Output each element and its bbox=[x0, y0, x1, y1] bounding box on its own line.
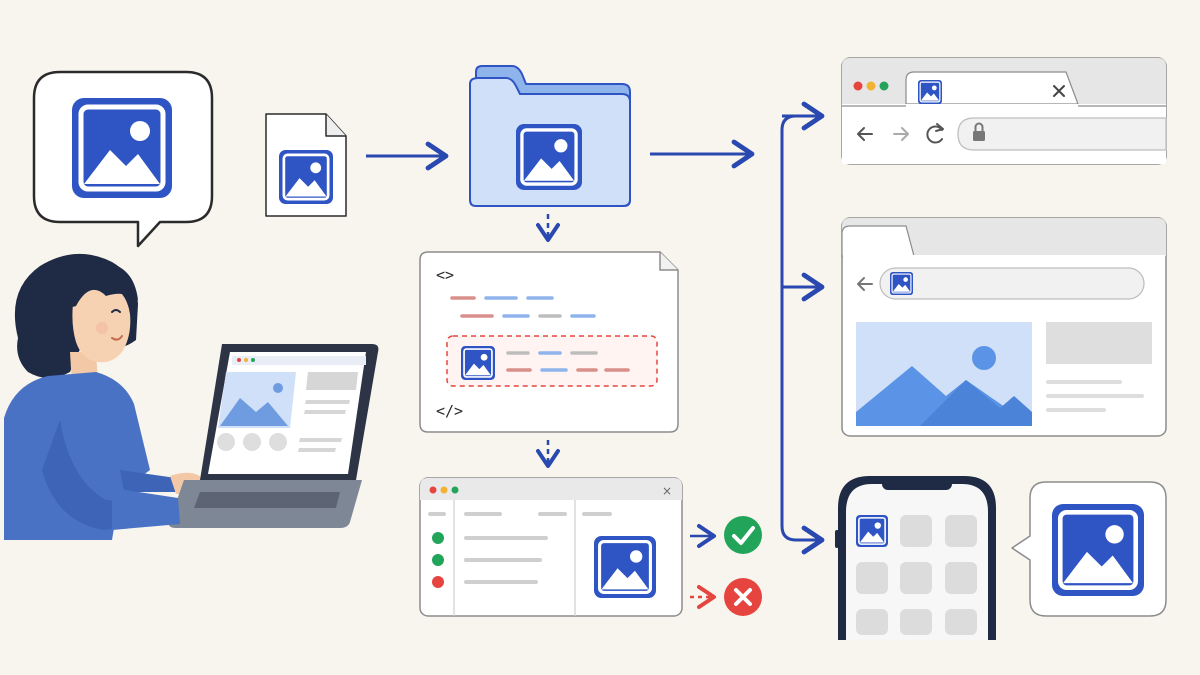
validator-window: × bbox=[419, 477, 683, 617]
check-icon bbox=[724, 516, 762, 554]
address-bar[interactable] bbox=[957, 117, 1167, 151]
image-icon bbox=[917, 79, 943, 105]
person-with-laptop bbox=[4, 70, 379, 540]
image-icon bbox=[855, 514, 889, 548]
error-icon bbox=[724, 578, 762, 616]
back-arrow-icon[interactable] bbox=[857, 277, 873, 291]
folder-icon bbox=[469, 65, 631, 207]
reload-icon[interactable] bbox=[926, 125, 943, 144]
image-icon bbox=[592, 534, 658, 600]
image-icon bbox=[889, 271, 914, 296]
branch-connector bbox=[780, 101, 825, 555]
browser-window-icon bbox=[841, 57, 1167, 165]
image-icon bbox=[856, 322, 1032, 426]
laptop-icon bbox=[168, 344, 379, 528]
image-icon bbox=[1052, 504, 1144, 596]
image-icon bbox=[277, 148, 335, 206]
close-icon[interactable]: × bbox=[662, 484, 672, 498]
code-open-tag: <> bbox=[436, 266, 454, 284]
image-icon bbox=[460, 345, 496, 381]
image-icon bbox=[514, 122, 584, 192]
code-card: <> </> bbox=[419, 251, 679, 433]
back-arrow-icon[interactable] bbox=[857, 127, 873, 141]
address-bar[interactable] bbox=[879, 267, 1145, 300]
speech-bubble-icon bbox=[1011, 481, 1167, 617]
highlighted-image-tag bbox=[446, 335, 658, 387]
close-icon[interactable] bbox=[1053, 85, 1065, 97]
phone-icon bbox=[835, 476, 996, 640]
file-icon bbox=[265, 113, 347, 217]
speech-bubble-icon bbox=[32, 70, 214, 248]
image-icon bbox=[72, 98, 172, 198]
browser-window-icon bbox=[841, 217, 1167, 437]
forward-arrow-icon[interactable] bbox=[893, 127, 909, 141]
code-close-tag: </> bbox=[436, 402, 463, 420]
lock-icon bbox=[973, 122, 985, 141]
